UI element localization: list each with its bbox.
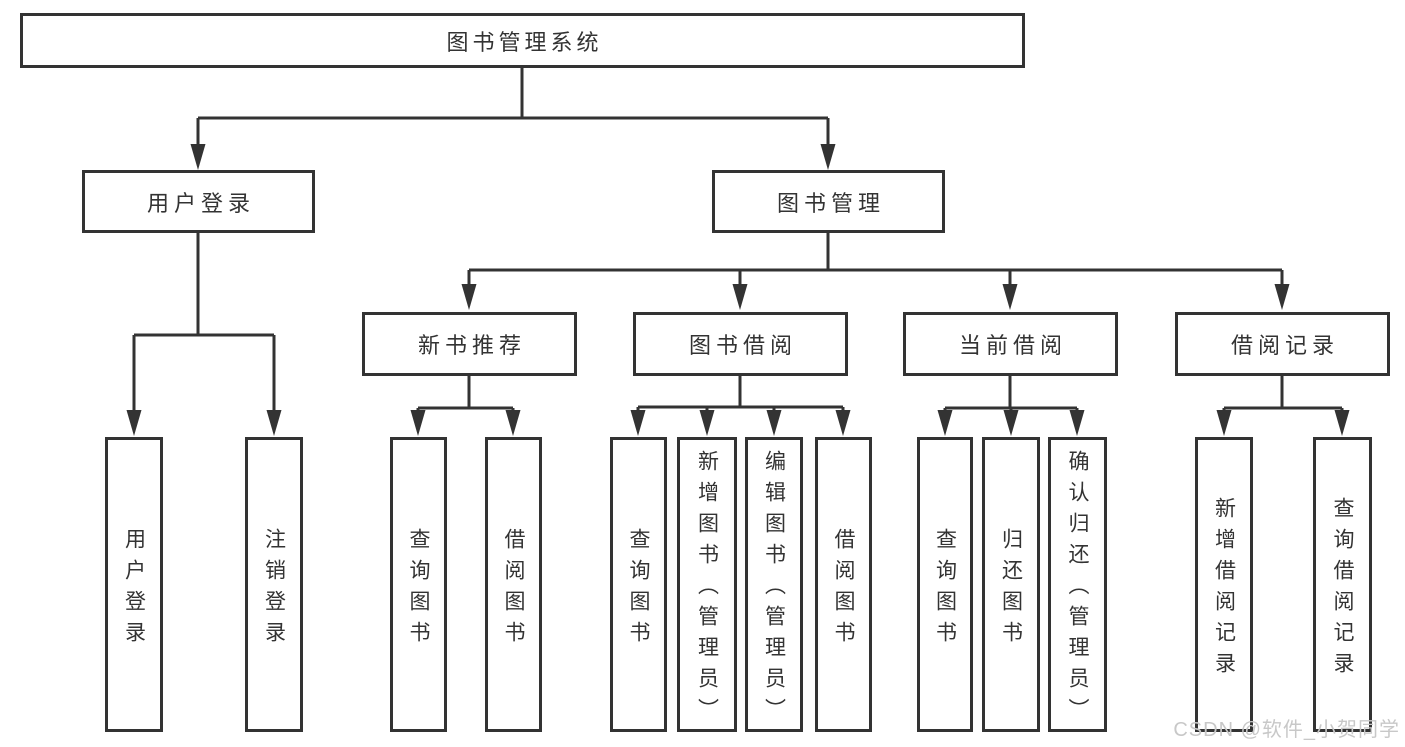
- connector-user-login: [126, 233, 282, 436]
- leaf-query-books-borrow: 查询图书: [610, 437, 667, 732]
- node-book-management: 图书管理: [712, 170, 945, 233]
- leaf-query-books-recommend: 查询图书: [390, 437, 447, 732]
- leaf-edit-book-admin: 编辑图书（管理员）: [745, 437, 803, 732]
- leaf-query-borrow-record-label: 查询借阅记录: [1331, 496, 1354, 683]
- leaf-edit-book-admin-label: 编辑图书（管理员）: [762, 450, 786, 729]
- leaf-query-borrow-record: 查询借阅记录: [1313, 437, 1372, 732]
- connector-borrow-records: [1216, 376, 1350, 436]
- connector-current-borrow: [937, 376, 1085, 436]
- leaf-borrow-books-recommend-label: 借阅图书: [502, 527, 525, 652]
- leaf-query-books-recommend-label: 查询图书: [407, 527, 430, 652]
- leaf-logout: 注销登录: [245, 437, 303, 732]
- leaf-borrow-books: 借阅图书: [815, 437, 872, 732]
- leaf-logout-label: 注销登录: [262, 527, 286, 652]
- node-new-book-recommend: 新书推荐: [362, 312, 577, 376]
- node-borrow-records: 借阅记录: [1175, 312, 1390, 376]
- leaf-add-book-admin-label: 新增图书（管理员）: [695, 450, 719, 729]
- connector-book-borrow: [630, 376, 851, 436]
- node-current-borrow: 当前借阅: [903, 312, 1118, 376]
- leaf-query-books-current: 查询图书: [917, 437, 973, 732]
- node-library-system: 图书管理系统: [20, 13, 1025, 68]
- leaf-query-books-borrow-label: 查询图书: [627, 527, 650, 652]
- leaf-confirm-return-admin: 确认归还（管理员）: [1048, 437, 1107, 732]
- leaf-user-login: 用户登录: [105, 437, 163, 732]
- leaf-add-borrow-record: 新增借阅记录: [1195, 437, 1253, 732]
- csdn-watermark: CSDN @软件_小贺同学: [1173, 719, 1400, 741]
- node-book-borrow: 图书借阅: [633, 312, 848, 376]
- connector-root: [190, 68, 836, 170]
- leaf-user-login-label: 用户登录: [122, 527, 146, 652]
- leaf-borrow-books-recommend: 借阅图书: [485, 437, 542, 732]
- leaf-return-book: 归还图书: [982, 437, 1040, 732]
- node-user-login: 用户登录: [82, 170, 315, 233]
- leaf-borrow-books-label: 借阅图书: [832, 527, 855, 652]
- leaf-return-book-label: 归还图书: [999, 527, 1023, 652]
- connector-new-book: [410, 376, 521, 436]
- connector-book-management: [461, 233, 1290, 310]
- leaf-confirm-return-admin-label: 确认归还（管理员）: [1066, 450, 1089, 729]
- leaf-add-book-admin: 新增图书（管理员）: [677, 437, 737, 732]
- leaf-add-borrow-record-label: 新增借阅记录: [1212, 496, 1236, 683]
- leaf-query-books-current-label: 查询图书: [933, 527, 957, 652]
